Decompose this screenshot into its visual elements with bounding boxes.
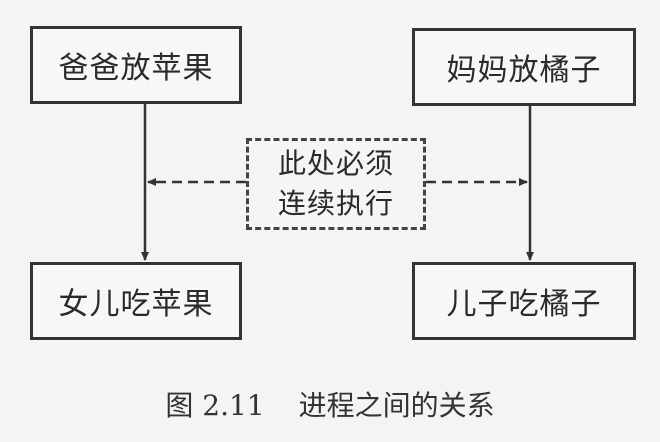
figure-caption: 图 2.11 进程之间的关系 xyxy=(0,384,660,424)
figure-title: 进程之间的关系 xyxy=(298,389,495,422)
box-mom-puts-orange-label: 妈妈放橘子 xyxy=(446,53,602,88)
box-daughter-eats-apple-label: 女儿吃苹果 xyxy=(58,287,214,322)
box-son-eats-orange: 儿子吃橘子 xyxy=(412,262,636,340)
box-son-eats-orange-label: 儿子吃橘子 xyxy=(446,287,602,322)
box-mom-puts-orange: 妈妈放橘子 xyxy=(412,28,636,106)
box-daughter-eats-apple: 女儿吃苹果 xyxy=(30,262,242,340)
figure-number: 图 2.11 xyxy=(165,389,265,422)
note-line-2: 连续执行 xyxy=(277,187,394,220)
box-dad-puts-apple-label: 爸爸放苹果 xyxy=(58,51,214,86)
continuous-execution-note: 此处必须 连续执行 xyxy=(246,138,426,230)
box-dad-puts-apple: 爸爸放苹果 xyxy=(30,26,242,104)
note-line-1: 此处必须 xyxy=(277,147,394,180)
